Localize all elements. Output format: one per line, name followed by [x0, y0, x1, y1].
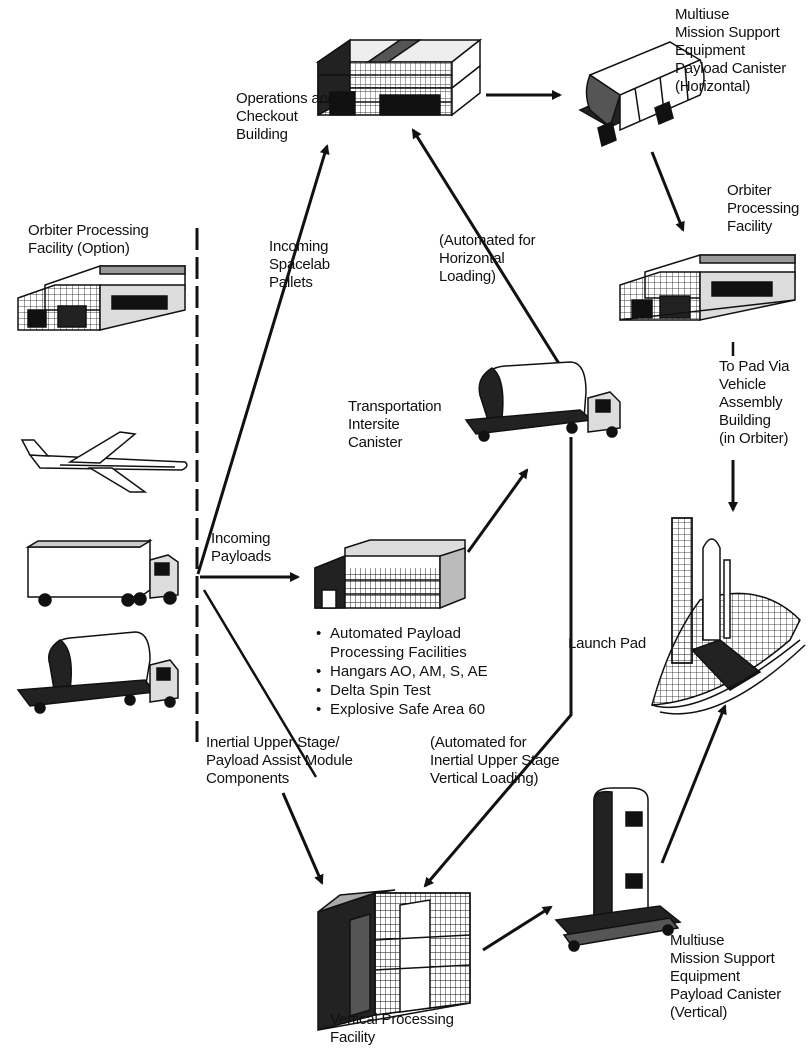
facility-item: Hangars AO, AM, S, AE — [316, 662, 488, 681]
label-ius-components: Inertial Upper Stage/ Payload Assist Mod… — [206, 734, 353, 787]
label-transportation-canister: Transportation Intersite Canister — [348, 398, 442, 451]
label-launch-pad: Launch Pad — [568, 635, 647, 652]
orbiter-facility-option-icon — [17, 265, 186, 331]
label-vertical-processing: Vertical Processing Facility — [330, 1011, 454, 1046]
label-canister-vertical: Multiuse Mission Support Equipment Paylo… — [670, 932, 782, 1021]
launch-pad-icon — [650, 517, 806, 715]
facility-item: Delta Spin Test — [316, 681, 488, 700]
label-incoming-payloads: Incoming Payloads — [211, 530, 272, 565]
operations-building-icon — [315, 38, 483, 117]
transport-canister-truck-icon — [464, 361, 621, 442]
arrow-canister-v-to-pad — [660, 704, 727, 864]
arrow-canister-h-to-opf — [650, 151, 685, 232]
facilities-list: Automated Payload Processing Facilities … — [316, 624, 488, 719]
facility-item: Explosive Safe Area 60 — [316, 700, 488, 719]
arrow-hangar-to-transport — [466, 468, 529, 553]
payload-hangar-icon — [314, 539, 466, 610]
label-canister-horizontal: Multiuse Mission Support Equipment Paylo… — [675, 6, 787, 95]
label-automated-vertical: (Automated for Inertial Upper Stage Vert… — [430, 734, 560, 787]
facility-item: Automated Payload Processing Facilities — [316, 624, 488, 662]
semi-truck-icon — [25, 538, 179, 607]
arrow-spacelab-to-ops — [196, 144, 330, 575]
orbiter-facility-icon — [619, 254, 796, 321]
vertical-facility-icon — [317, 889, 471, 1031]
label-operations-checkout: Operations and Checkout Building — [236, 90, 336, 143]
label-incoming-spacelab: Incoming Spacelab Pallets — [269, 238, 330, 291]
cargo-aircraft-icon — [20, 431, 188, 493]
label-to-pad: To Pad Via Vehicle Assembly Building (in… — [719, 358, 790, 447]
arrow-vertical-loading-to-vpf — [423, 437, 573, 888]
arrow-vpf-to-canister-v — [482, 905, 553, 952]
flow-arrows — [196, 90, 738, 952]
arrow-horizontal-loading-to-ops — [411, 128, 565, 371]
label-orbiter-processing: Orbiter Processing Facility — [727, 182, 800, 235]
label-automated-horizontal: (Automated for Horizontal Loading) — [439, 232, 536, 285]
arrow-ius-to-vpf — [281, 792, 324, 885]
canister-vertical-icon — [554, 787, 682, 952]
canister-truck-icon — [16, 631, 179, 714]
canister-horizontal-icon — [578, 41, 705, 148]
label-orbiter-processing-option: Orbiter Processing Facility (Option) — [28, 222, 149, 257]
line-to-vertical-processing — [202, 589, 318, 778]
